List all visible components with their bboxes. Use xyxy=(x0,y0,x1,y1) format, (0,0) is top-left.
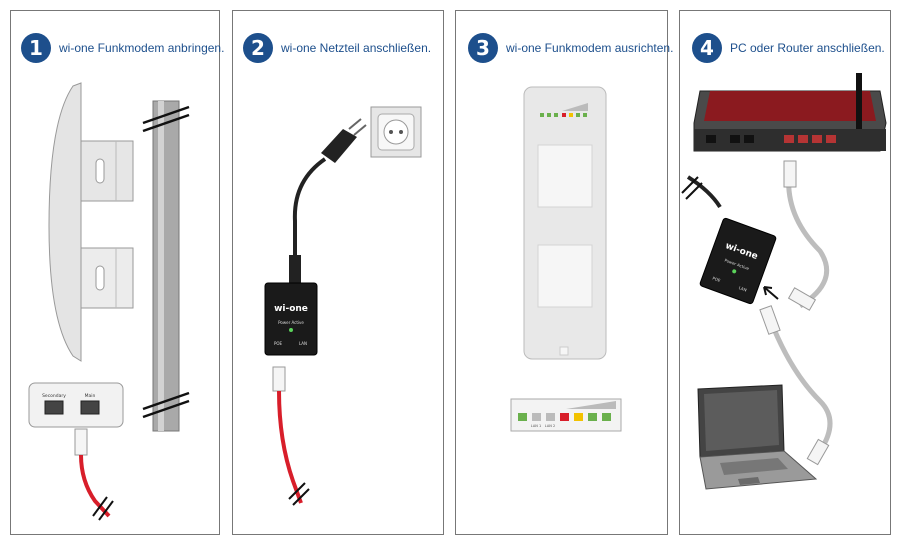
step-number-3: 3 xyxy=(468,33,498,63)
poe-adapter xyxy=(264,282,318,356)
adapter-poe-label: POE xyxy=(274,341,283,346)
grey-cable-router xyxy=(786,160,830,309)
mounting-bracket-bottom xyxy=(80,247,134,309)
step-panel-1: 1 wi-one Funkmodem anbringen. Secondary … xyxy=(10,10,224,535)
step-title-3: wi-one Funkmodem ausrichten. xyxy=(506,41,674,55)
mounting-bracket-top xyxy=(80,140,134,202)
step-number-4: 4 xyxy=(692,33,722,63)
step-header-2: 2 wi-one Netzteil anschließen. xyxy=(243,33,431,63)
adapter-brand: wi-one xyxy=(274,304,308,314)
modem-signal-leds xyxy=(540,103,588,117)
adapter-power-label: Power Active xyxy=(278,320,304,325)
step-header-1: 1 wi-one Funkmodem anbringen. xyxy=(21,33,224,63)
power-plug xyxy=(321,129,357,163)
main-port-label: Main xyxy=(85,393,96,399)
power-led xyxy=(732,269,737,274)
power-adapter-illustration: wi-one Power Active POE LAN xyxy=(264,106,422,506)
modem-port-panel xyxy=(28,382,124,428)
red-cable xyxy=(277,390,303,504)
lan-arrow xyxy=(763,286,779,300)
step-panel-4: 4 PC oder Router anschließen. xyxy=(679,10,891,535)
led-label-lan1: LAN 1 xyxy=(531,424,541,428)
align-modem-illustration: LAN 1 LAN 2 xyxy=(510,86,622,432)
step-panel-2: 2 wi-one Netzteil anschließen. wi-one Po… xyxy=(232,10,444,535)
modem-side-view xyxy=(48,82,82,362)
step-number-1: 1 xyxy=(21,33,51,63)
adapter-lan-label: LAN xyxy=(738,285,747,292)
step-header-3: 3 wi-one Funkmodem ausrichten. xyxy=(468,33,673,63)
step-number-2: 2 xyxy=(243,33,273,63)
laptop xyxy=(697,384,818,490)
power-led xyxy=(289,328,293,332)
connect-pc-router-illustration: wi-one Power Active POE LAN xyxy=(681,73,887,490)
step-title-4: PC oder Router anschließen. xyxy=(730,41,885,55)
adapter-lan-label: LAN xyxy=(299,341,307,346)
ethernet-plug xyxy=(74,428,88,456)
mount-modem-illustration: Secondary Main xyxy=(28,82,190,521)
led-label-lan2: LAN 2 xyxy=(545,424,555,428)
poe-adapter xyxy=(699,217,777,305)
main-port xyxy=(80,400,100,415)
step-header-4: 4 PC oder Router anschließen. xyxy=(692,33,885,63)
step-title-1: wi-one Funkmodem anbringen. xyxy=(59,41,225,55)
router-antenna xyxy=(856,73,862,129)
mounting-pole xyxy=(152,100,180,432)
modem-front-view xyxy=(523,86,607,360)
router xyxy=(693,73,887,152)
ethernet-plug xyxy=(272,366,286,392)
secondary-port-label: Secondary xyxy=(42,393,66,399)
adapter-poe-label: POE xyxy=(712,276,722,284)
red-cable xyxy=(79,454,111,518)
grey-cable-pc xyxy=(767,318,833,453)
step-panel-3: 3 wi-one Funkmodem ausrichten. LAN 1 LAN xyxy=(455,10,673,535)
step-title-2: wi-one Netzteil anschließen. xyxy=(281,41,432,55)
secondary-port xyxy=(44,400,64,415)
